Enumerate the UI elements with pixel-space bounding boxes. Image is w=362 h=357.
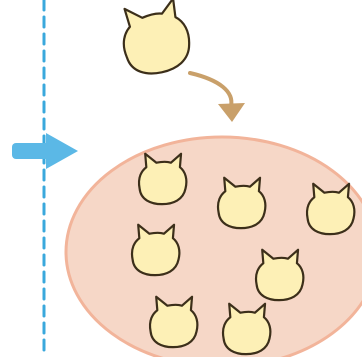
cat-head-outline: [116, 0, 195, 79]
cat-head-outline: [223, 304, 270, 354]
cat-head-outline: [139, 154, 186, 204]
inside-cat-head-icon: [256, 250, 303, 300]
cat-head-outline: [132, 225, 179, 275]
cell-ellipse: [66, 137, 362, 357]
curved-arrow-shaft: [190, 73, 231, 106]
outside-cat-head-icon: [116, 0, 195, 79]
cat-head-outline: [150, 297, 197, 347]
inside-cat-head-icon: [150, 297, 197, 347]
curved-arrow-head: [218, 103, 245, 122]
cat-head-outline: [307, 184, 354, 234]
inside-cat-head-icon: [139, 154, 186, 204]
inside-cat-head-icon: [218, 178, 265, 228]
cat-head-outline: [218, 178, 265, 228]
inside-cat-head-icon: [223, 304, 270, 354]
cat-head-outline: [256, 250, 303, 300]
curved-arrow-icon: [190, 73, 245, 122]
inside-cat-head-icon: [132, 225, 179, 275]
inside-cat-head-icon: [307, 184, 354, 234]
entry-arrow-head: [46, 133, 78, 169]
